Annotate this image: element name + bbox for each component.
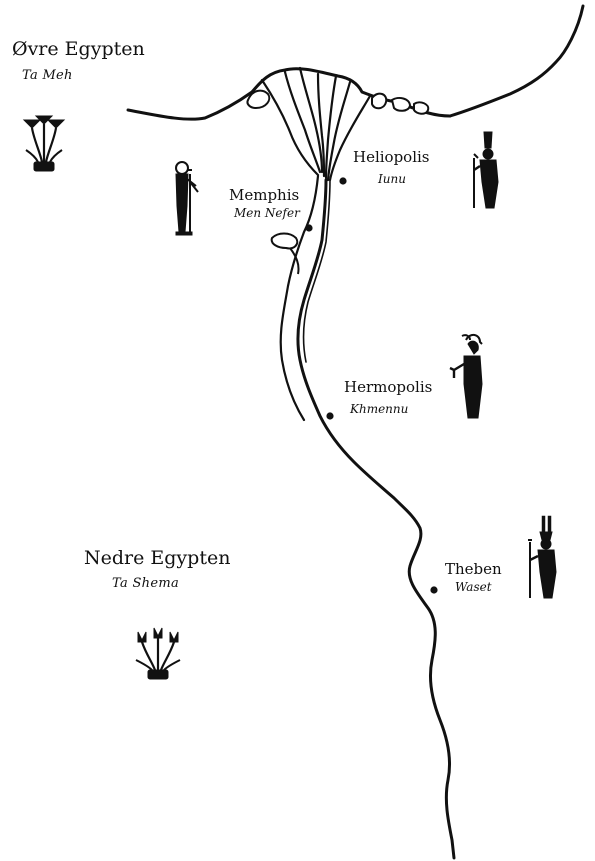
deity-thoth-icon bbox=[449, 334, 483, 419]
city-name-memphis: Memphis bbox=[229, 186, 300, 204]
city-ancient-memphis: Men Nefer bbox=[234, 206, 300, 220]
region-title-upper: Øvre Egypten bbox=[12, 38, 145, 60]
city-marker-heliopolis bbox=[339, 177, 347, 185]
region-subtitle-lower: Ta Shema bbox=[112, 576, 179, 591]
city-name-hermopolis: Hermopolis bbox=[344, 378, 433, 396]
city-name-theben: Theben bbox=[445, 560, 502, 578]
nile-delta bbox=[260, 66, 372, 182]
red-sea-coast bbox=[448, 4, 585, 118]
city-ancient-hermopolis: Khmennu bbox=[350, 402, 409, 416]
nile-river bbox=[296, 178, 456, 860]
lotus-icon bbox=[135, 627, 181, 680]
papyrus-icon bbox=[22, 115, 66, 172]
city-ancient-heliopolis: Iunu bbox=[378, 172, 406, 186]
city-marker-hermopolis bbox=[326, 412, 334, 420]
city-marker-memphis bbox=[305, 224, 313, 232]
city-name-heliopolis: Heliopolis bbox=[353, 148, 430, 166]
delta-lagoons bbox=[246, 89, 430, 115]
deity-crowned-figure-icon bbox=[473, 131, 499, 209]
city-marker-theben bbox=[430, 586, 438, 594]
city-ancient-theben: Waset bbox=[455, 580, 492, 594]
fayum-lake bbox=[270, 232, 300, 275]
nile-west-branch bbox=[279, 174, 320, 422]
deity-amun-icon bbox=[528, 515, 557, 599]
region-subtitle-upper: Ta Meh bbox=[22, 68, 73, 83]
deity-ptah-icon bbox=[175, 161, 199, 236]
region-title-lower: Nedre Egypten bbox=[84, 547, 231, 569]
nile-east-bank bbox=[302, 179, 331, 363]
